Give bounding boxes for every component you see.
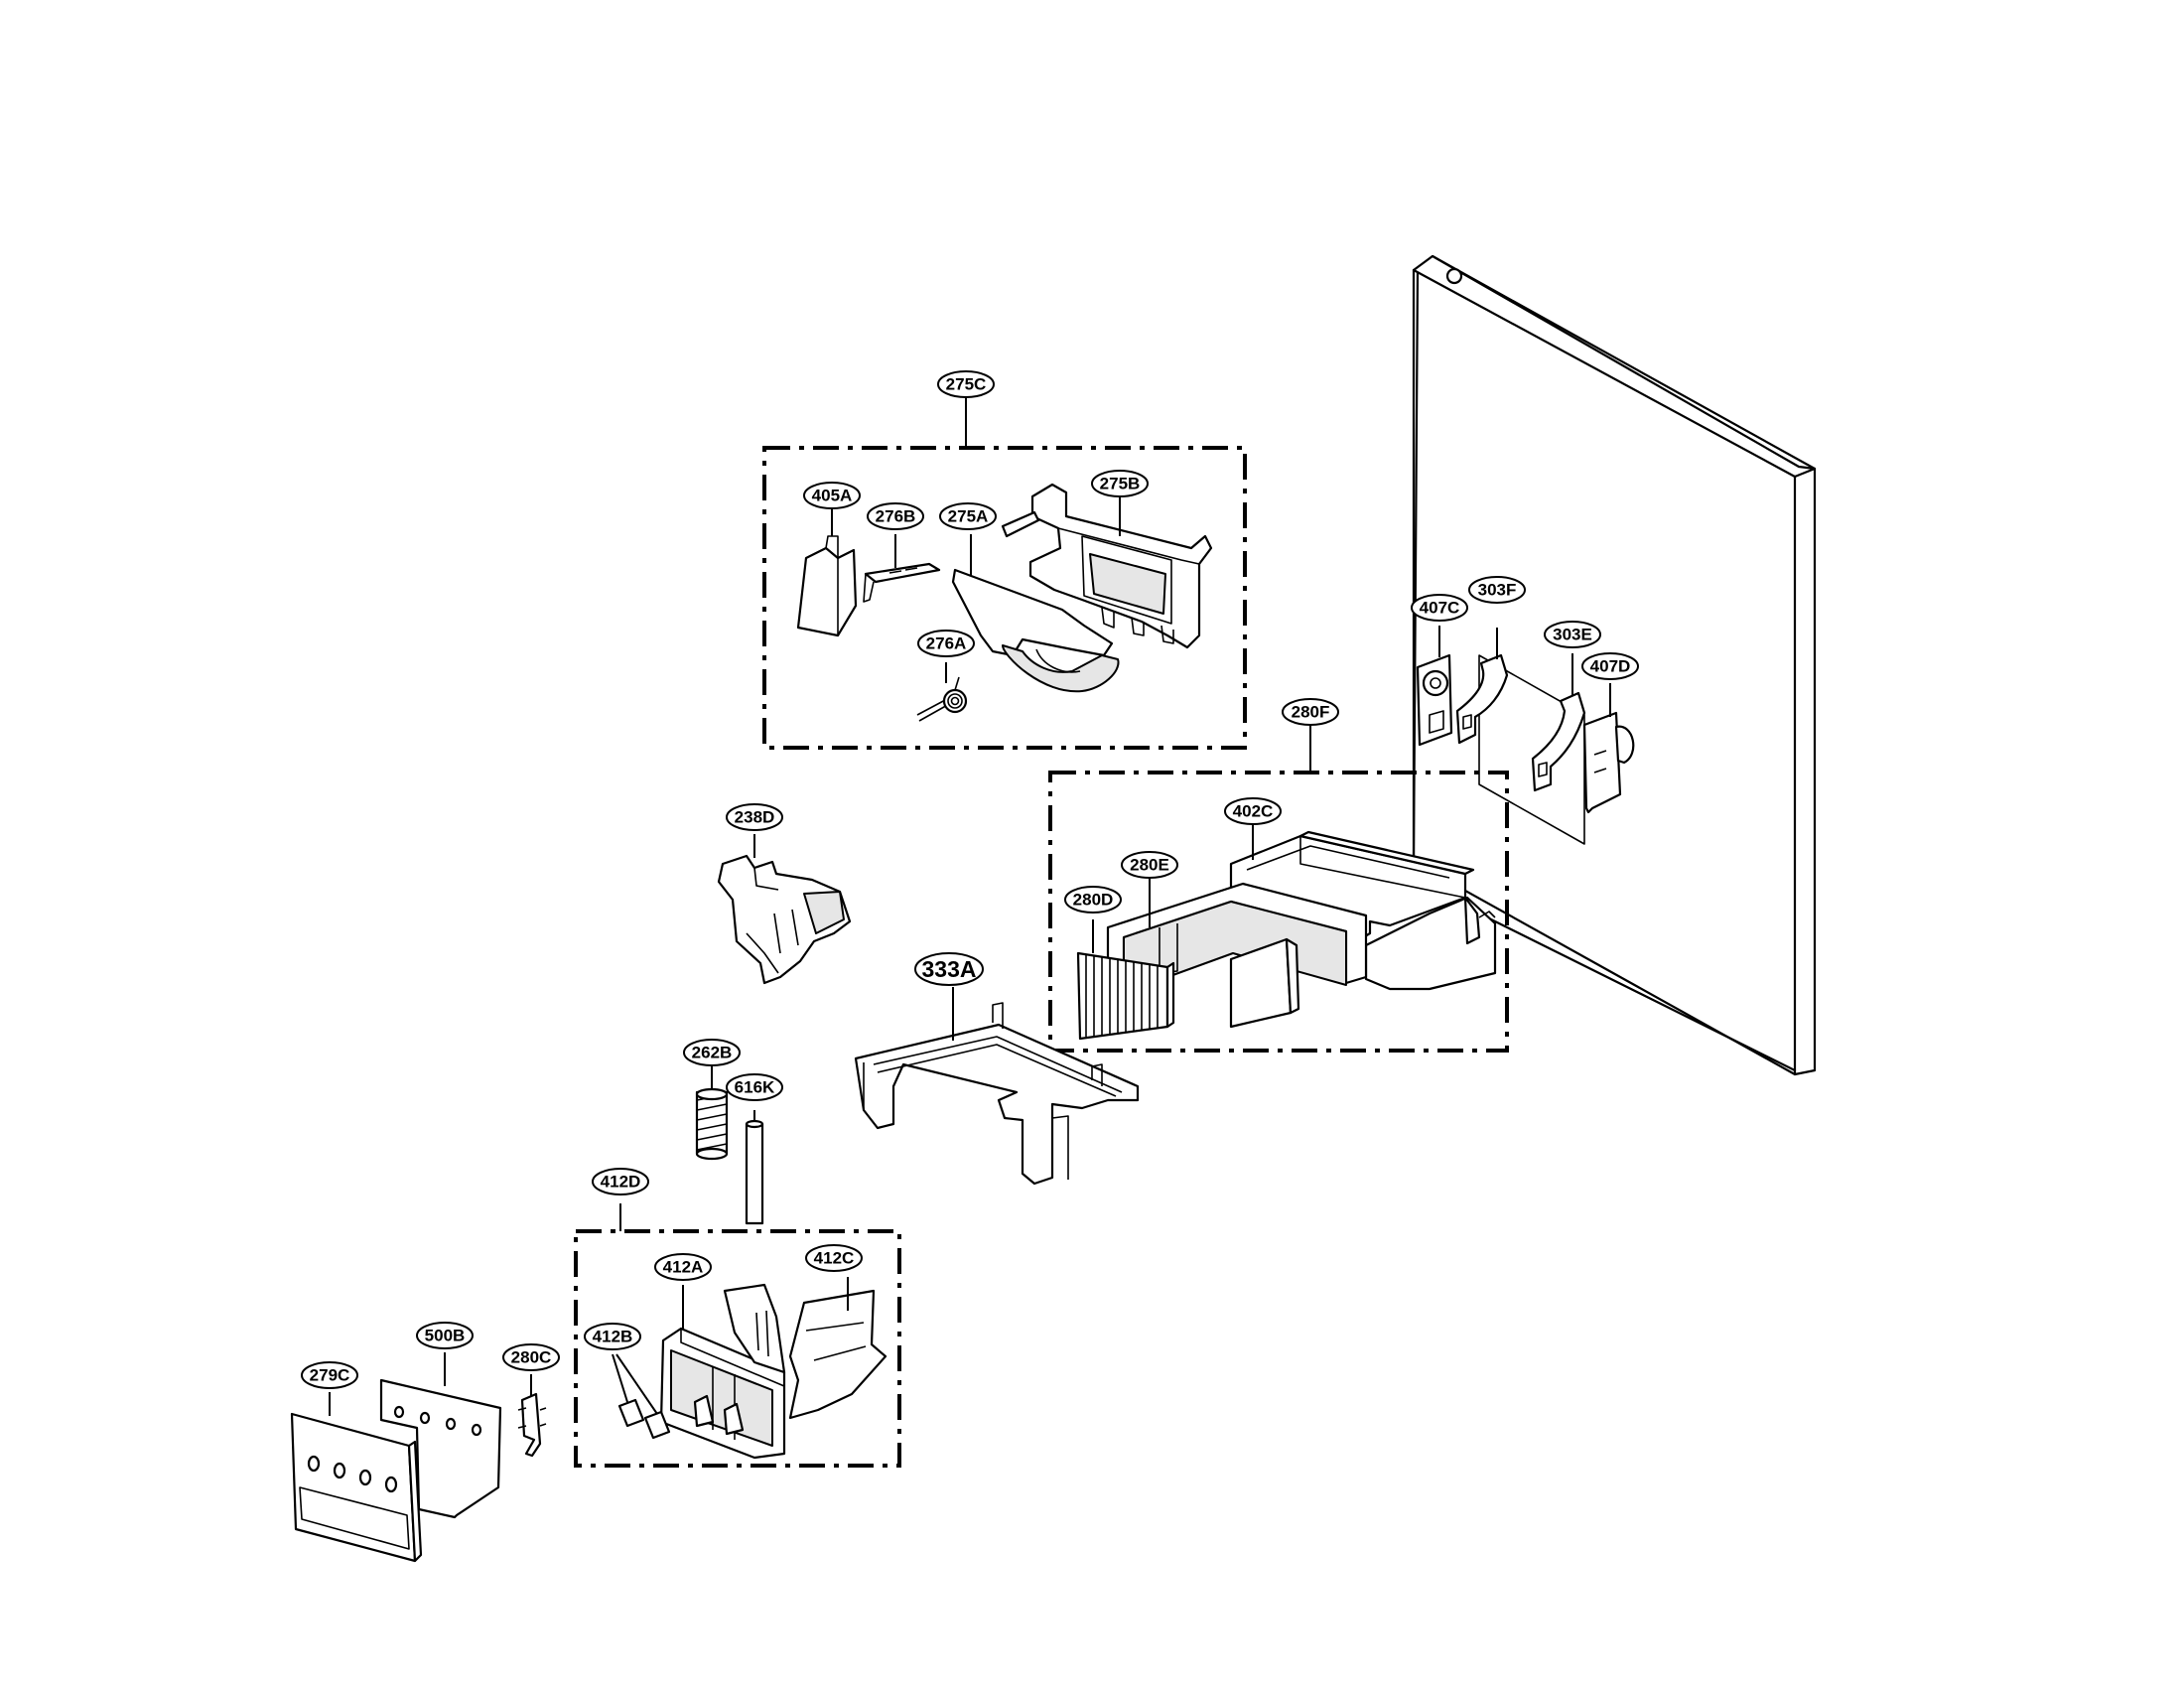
callout-280d: 280D bbox=[1064, 886, 1122, 914]
callout-407c: 407C bbox=[1411, 594, 1468, 622]
part-405a-bracket bbox=[796, 508, 858, 637]
callout-279c: 279C bbox=[301, 1361, 358, 1389]
part-276b-clip bbox=[863, 534, 941, 603]
callout-280f: 280F bbox=[1282, 698, 1339, 726]
callout-333a: 333A bbox=[914, 952, 984, 986]
svg-text:280F: 280F bbox=[1292, 703, 1330, 722]
part-279c-panel bbox=[290, 1392, 423, 1563]
svg-text:275B: 275B bbox=[1100, 475, 1141, 493]
part-262b-spring bbox=[695, 1066, 729, 1161]
svg-text:616K: 616K bbox=[735, 1078, 775, 1097]
svg-text:279C: 279C bbox=[310, 1366, 350, 1385]
part-333a-frame bbox=[854, 987, 1140, 1186]
callout-500b: 500B bbox=[416, 1322, 474, 1349]
part-276a-spring bbox=[916, 662, 968, 722]
part-616k-rod bbox=[745, 1110, 764, 1225]
svg-text:280E: 280E bbox=[1130, 856, 1169, 875]
callout-303e: 303E bbox=[1544, 621, 1601, 648]
svg-text:500B: 500B bbox=[425, 1327, 466, 1345]
part-412b-clips bbox=[612, 1353, 671, 1440]
svg-text:303F: 303F bbox=[1478, 581, 1517, 600]
callout-262b: 262B bbox=[683, 1039, 741, 1066]
callout-412c: 412C bbox=[805, 1244, 863, 1272]
group-280f-box bbox=[1048, 725, 1509, 1053]
svg-text:407C: 407C bbox=[1420, 599, 1460, 618]
part-303e-bracket bbox=[1531, 653, 1586, 792]
callout-412a: 412A bbox=[654, 1253, 712, 1281]
callout-276b: 276B bbox=[867, 502, 924, 530]
part-407d-cover bbox=[1582, 683, 1635, 814]
svg-text:276A: 276A bbox=[926, 634, 967, 653]
group-275c-box bbox=[762, 397, 1247, 750]
callout-616k: 616K bbox=[726, 1073, 783, 1101]
part-275a-lever bbox=[951, 534, 1120, 693]
svg-text:333A: 333A bbox=[922, 956, 977, 982]
svg-text:276B: 276B bbox=[876, 507, 916, 526]
svg-text:280D: 280D bbox=[1073, 891, 1114, 910]
svg-text:262B: 262B bbox=[692, 1044, 733, 1062]
callout-280c: 280C bbox=[502, 1343, 560, 1371]
part-303f-bracket bbox=[1455, 628, 1509, 745]
part-412c-chute bbox=[788, 1277, 887, 1420]
part-402c-tray bbox=[1229, 824, 1497, 991]
svg-text:412B: 412B bbox=[593, 1328, 633, 1346]
part-275b-housing bbox=[1001, 483, 1213, 649]
svg-text:407D: 407D bbox=[1590, 657, 1631, 676]
callout-407d: 407D bbox=[1581, 652, 1639, 680]
callout-412d: 412D bbox=[592, 1168, 649, 1196]
part-280d-filter bbox=[1076, 919, 1175, 1041]
callout-275c: 275C bbox=[937, 370, 995, 398]
group-412d-box bbox=[574, 1203, 901, 1468]
svg-text:275C: 275C bbox=[946, 375, 987, 394]
callout-402c: 402C bbox=[1224, 797, 1282, 825]
callout-275a: 275A bbox=[939, 502, 997, 530]
part-280e-frame bbox=[1106, 878, 1368, 1029]
svg-text:412A: 412A bbox=[663, 1258, 704, 1277]
part-412a-housing bbox=[659, 1283, 786, 1460]
svg-text:412D: 412D bbox=[601, 1173, 641, 1192]
svg-text:412C: 412C bbox=[814, 1249, 855, 1268]
callout-238d: 238D bbox=[726, 803, 783, 831]
svg-text:303E: 303E bbox=[1553, 626, 1592, 644]
part-407c-plate bbox=[1416, 626, 1453, 747]
callout-280e: 280E bbox=[1121, 851, 1178, 879]
part-238d-chute bbox=[717, 834, 852, 985]
part-500b-membrane bbox=[379, 1352, 502, 1519]
callout-303f: 303F bbox=[1468, 576, 1526, 604]
svg-text:402C: 402C bbox=[1233, 802, 1274, 821]
callout-412b: 412B bbox=[584, 1323, 641, 1350]
callout-405a: 405A bbox=[803, 482, 861, 509]
svg-text:275A: 275A bbox=[948, 507, 989, 526]
part-280c-actuator bbox=[517, 1374, 547, 1458]
svg-text:280C: 280C bbox=[511, 1348, 552, 1367]
callout-276a: 276A bbox=[917, 630, 975, 657]
callout-275b: 275B bbox=[1091, 470, 1149, 497]
svg-text:238D: 238D bbox=[735, 808, 775, 827]
svg-text:405A: 405A bbox=[812, 487, 853, 505]
